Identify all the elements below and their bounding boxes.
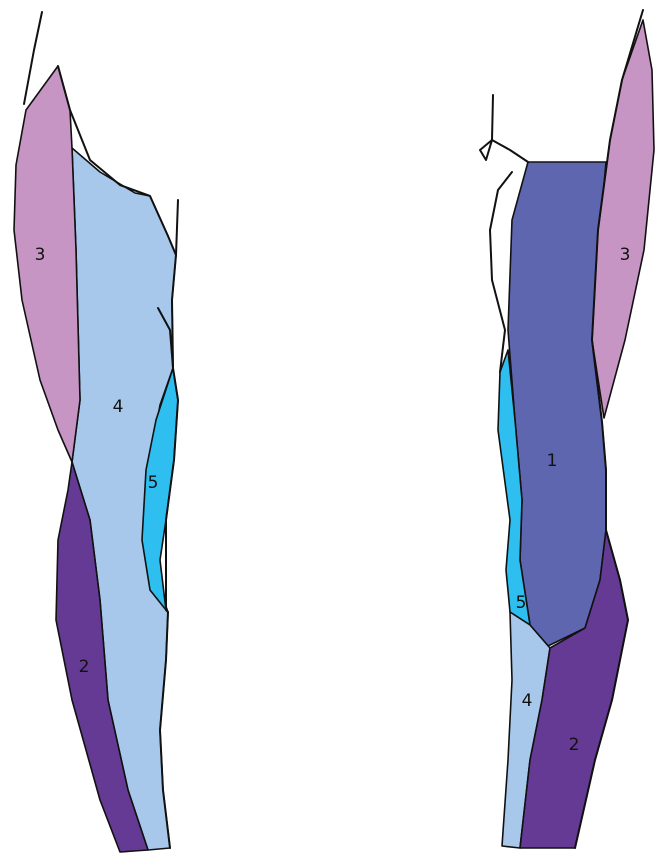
right-leg: [480, 10, 654, 848]
left-label-2: 2: [79, 657, 90, 677]
right-label-1: 1: [547, 451, 558, 471]
left-leg: [14, 12, 178, 852]
left-region-3: [14, 66, 80, 462]
right-hip-outline: [480, 95, 528, 162]
right-label-4: 4: [522, 691, 533, 711]
left-label-4: 4: [113, 397, 124, 417]
right-label-2: 2: [569, 735, 580, 755]
left-label-3: 3: [35, 245, 46, 265]
left-hip-outline: [24, 12, 42, 104]
right-label-5: 5: [516, 593, 527, 613]
left-label-5: 5: [148, 473, 159, 493]
right-label-3: 3: [620, 245, 631, 265]
